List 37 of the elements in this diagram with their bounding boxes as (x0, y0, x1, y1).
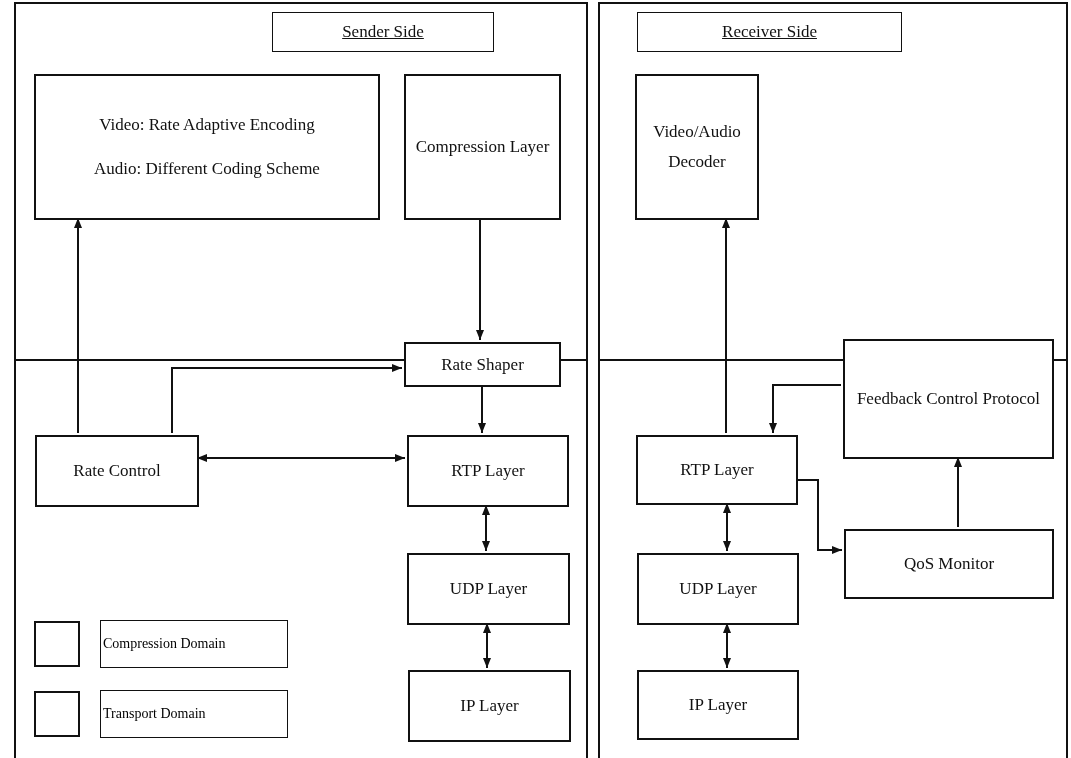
process-box (408, 670, 571, 742)
process-box (35, 435, 199, 507)
box-label: UDP Layer (679, 578, 757, 601)
process-box (34, 74, 380, 220)
process-box (407, 435, 569, 507)
process-box (404, 342, 561, 387)
box-label: IP Layer (460, 695, 519, 718)
process-box (407, 553, 570, 625)
box-label: RTP Layer (451, 460, 525, 483)
box-label: Video: Rate Adaptive Encoding (99, 114, 315, 137)
process-box (636, 435, 798, 505)
legend-label: Compression Domain (100, 620, 288, 668)
arrow (769, 384, 842, 434)
process-box (844, 529, 1054, 599)
side-header-box (637, 12, 902, 52)
process-box (637, 553, 799, 625)
legend-label: Transport Domain (100, 690, 288, 738)
side-panel (14, 2, 588, 758)
process-box (843, 339, 1054, 459)
process-box (637, 670, 799, 740)
box-label: Feedback Control Protocol (856, 388, 1041, 411)
box-label: Audio: Different Coding Scheme (94, 158, 320, 180)
side-panel (598, 2, 1068, 758)
box-label: Rate Control (73, 460, 161, 483)
process-box (635, 74, 759, 220)
box-label: UDP Layer (449, 578, 528, 601)
box-label: QoS Monitor (903, 553, 995, 576)
box-label: Rate Shaper (441, 353, 524, 376)
box-label: Sender Side (342, 21, 424, 44)
arrow (171, 364, 403, 434)
box-label: Compression Layer (415, 136, 550, 159)
box-label: RTP Layer (680, 459, 754, 482)
box-label: Video/Audio Decoder (652, 121, 742, 173)
box-label: IP Layer (688, 694, 748, 717)
box-label: Receiver Side (722, 21, 817, 44)
process-box (404, 74, 561, 220)
side-header-box (272, 12, 494, 52)
